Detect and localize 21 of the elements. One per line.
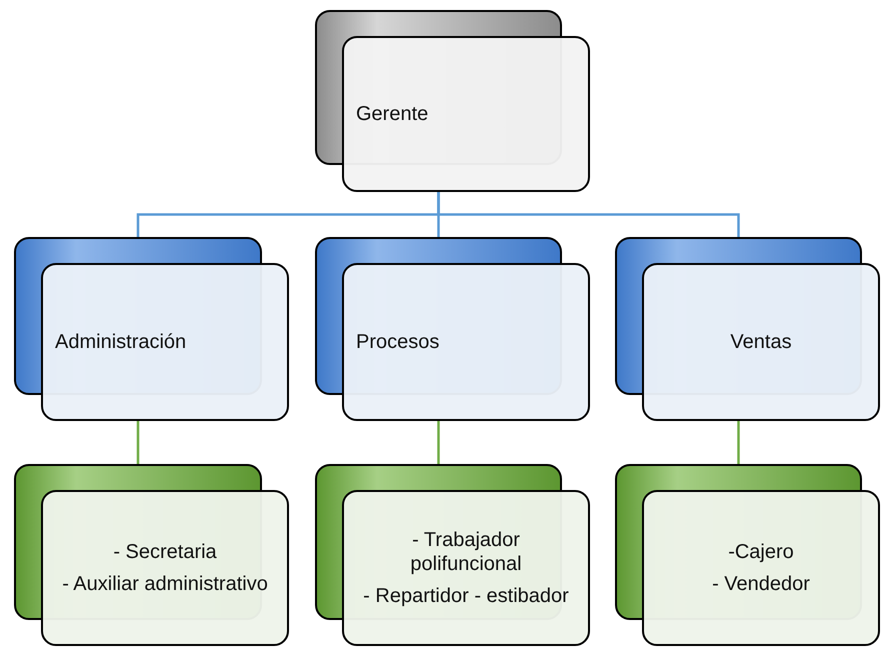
position-label: - Auxiliar administrativo: [62, 572, 268, 596]
position-label: - Repartidor - estibador: [363, 584, 569, 608]
org-card: [315, 10, 590, 192]
connector-line: [437, 192, 740, 237]
org-card: [14, 237, 289, 421]
org-card: [315, 237, 590, 421]
position-label: Gerente: [356, 102, 428, 126]
connector-line: [737, 421, 740, 464]
position-label: - Secretaria: [113, 540, 217, 564]
position-label: Ventas: [730, 330, 792, 354]
connector-line: [136, 421, 140, 464]
position-label: - Trabajador polifuncional: [409, 528, 523, 576]
org-card: [14, 464, 289, 646]
position-label: Administración: [55, 330, 186, 354]
position-label: Procesos: [356, 330, 440, 354]
position-label: - Vendedor: [712, 572, 810, 596]
org-card: [615, 464, 880, 646]
org-card: [615, 237, 880, 421]
org-card: [315, 464, 590, 646]
position-label: -Cajero: [728, 540, 794, 564]
connector-line: [437, 421, 440, 464]
